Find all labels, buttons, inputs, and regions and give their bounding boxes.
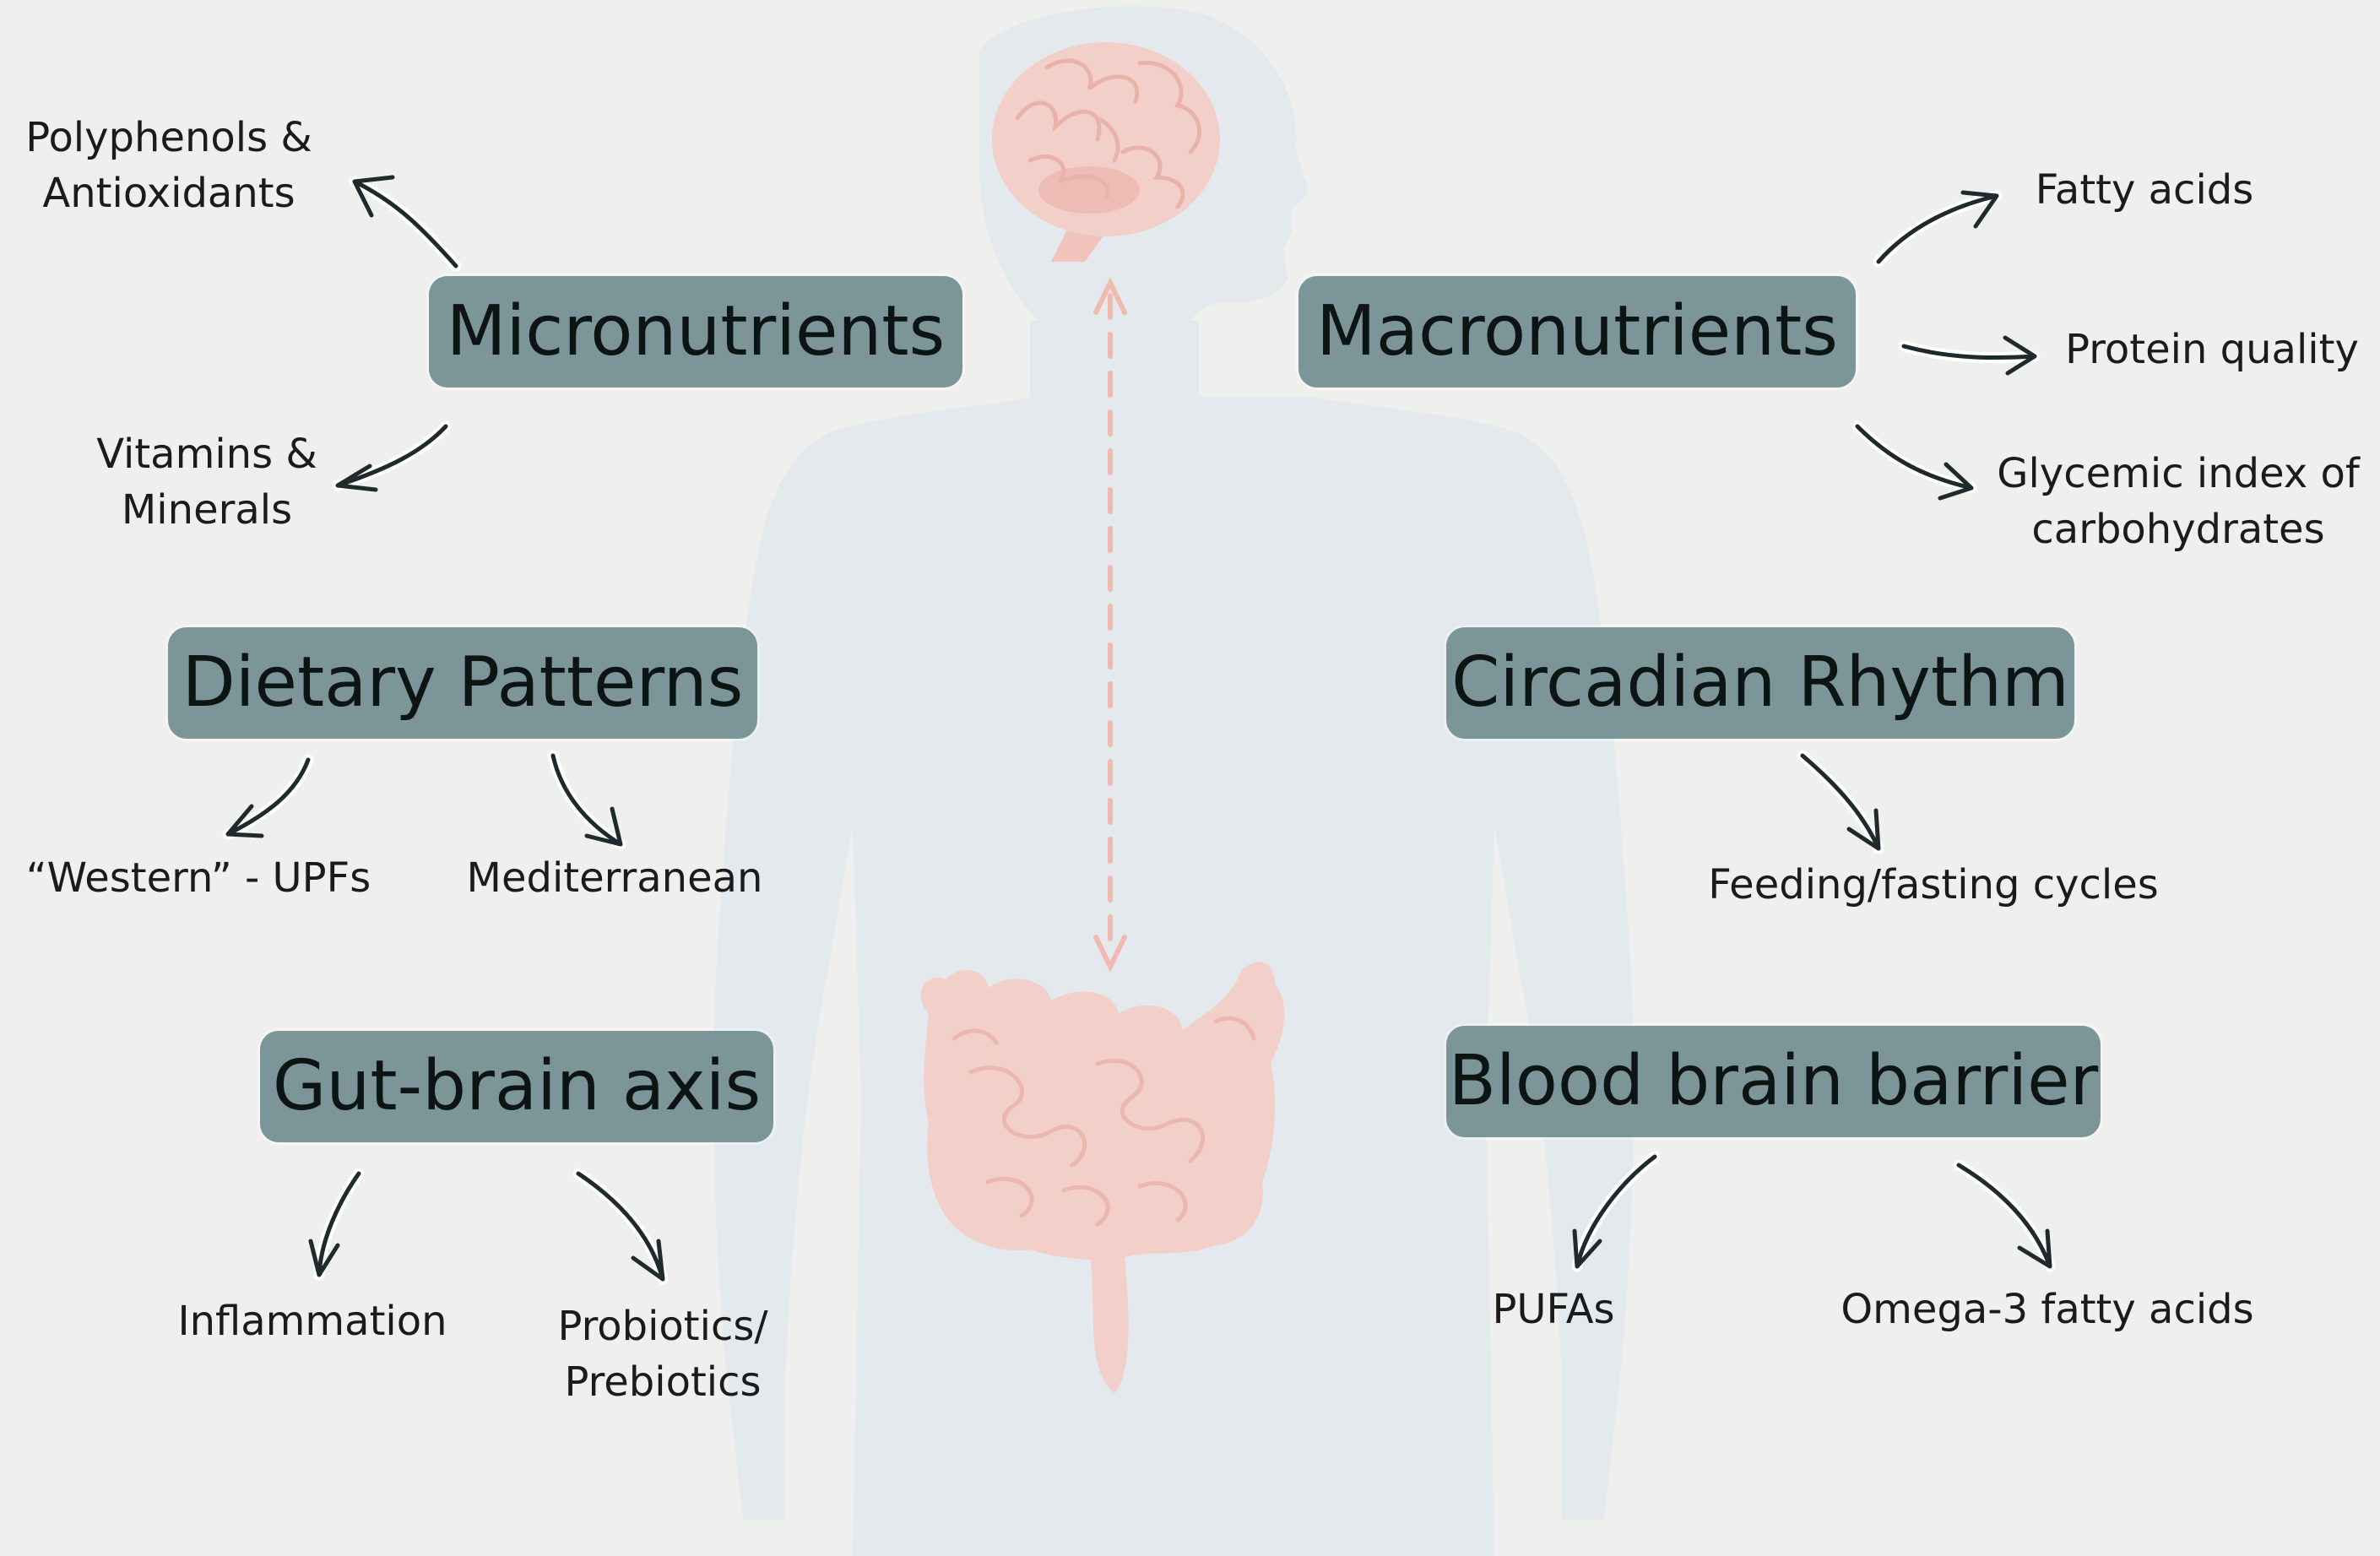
leaf-mediterranean: Mediterranean (463, 850, 767, 906)
leaf-inflammation: Inflammation (177, 1293, 447, 1349)
leaf-polyphenols-line2: Antioxidants (17, 165, 321, 221)
arrow-gut-to-inflammation (311, 1174, 359, 1275)
leaf-vitamins-line2: Minerals (80, 482, 333, 538)
leaf-vitamins-line1: Vitamins & (80, 426, 333, 482)
topic-micronutrients: Micronutrients (429, 276, 962, 388)
topic-circadian-rhythm: Circadian Rhythm (1446, 627, 2074, 739)
arrow-micronutrients-to-vitamins (338, 426, 446, 490)
leaf-feeding-fasting: Feeding/fasting cycles (1689, 857, 2178, 913)
arrow-dietary-to-mediterranean (553, 756, 621, 844)
arrow-circadian-to-feeding (1803, 756, 1879, 848)
leaf-polyphenols-line1: Polyphenols & (17, 110, 321, 165)
leaf-probiotics: Probiotics/ Prebiotics (536, 1298, 789, 1410)
topic-gut-brain-axis: Gut-brain axis (260, 1031, 773, 1142)
arrow-macronutrients-to-protein (1904, 338, 2035, 373)
leaf-pufas: PUFAs (1477, 1282, 1629, 1337)
arrow-gut-to-probiotics (578, 1174, 663, 1279)
arrow-bbb-to-omega3 (1959, 1165, 2050, 1266)
arrow-bbb-to-pufas (1575, 1157, 1655, 1266)
arrow-micronutrients-to-polyphenols (355, 177, 456, 266)
leaf-glycemic-line1: Glycemic index of (1980, 446, 2377, 501)
leaf-probiotics-line2: Prebiotics (536, 1354, 789, 1410)
arrow-dietary-to-western (228, 760, 308, 836)
topic-dietary-patterns: Dietary Patterns (168, 627, 757, 739)
leaf-probiotics-line1: Probiotics/ (536, 1298, 789, 1354)
arrow-macronutrients-to-glycemic (1857, 426, 1971, 498)
leaf-glycemic: Glycemic index of carbohydrates (1980, 446, 2377, 557)
leaf-western: “Western” - UPFs (4, 850, 393, 906)
arrow-macronutrients-to-fatty-acids (1879, 192, 1997, 262)
leaf-protein-quality: Protein quality (2060, 322, 2364, 377)
topic-macronutrients: Macronutrients (1298, 276, 1856, 388)
leaf-glycemic-line2: carbohydrates (1980, 501, 2377, 557)
leaf-vitamins: Vitamins & Minerals (80, 426, 333, 538)
leaf-omega3: Omega-3 fatty acids (1832, 1282, 2263, 1337)
leaf-polyphenols: Polyphenols & Antioxidants (17, 110, 321, 221)
topic-blood-brain-barrier: Blood brain barrier (1446, 1026, 2101, 1137)
leaf-fatty-acids: Fatty acids (2009, 162, 2280, 218)
